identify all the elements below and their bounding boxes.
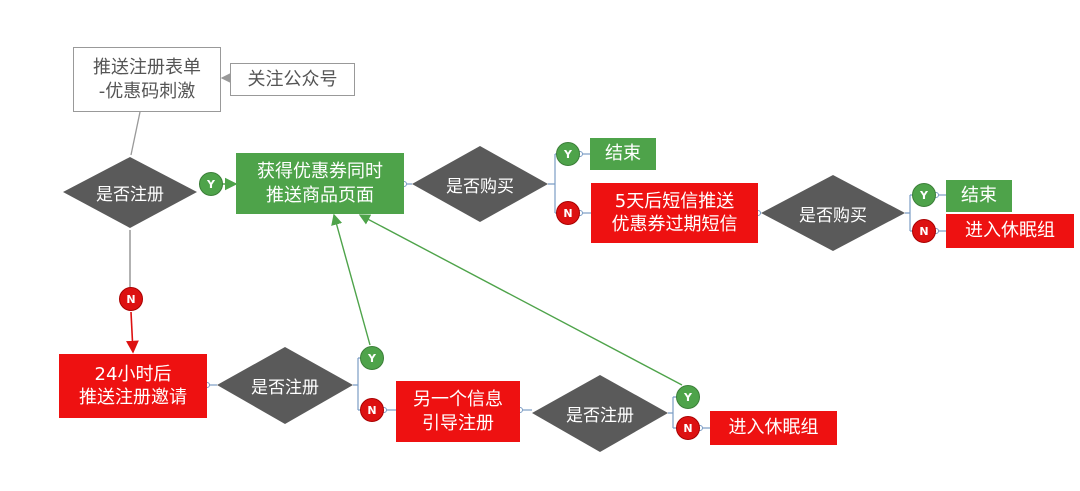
node-end-2: 结束 xyxy=(946,180,1012,212)
decision-diamond-registered-3 xyxy=(532,375,668,452)
node-push-form: 推送注册表单 -优惠码刺激 xyxy=(73,47,221,112)
label-q-buy-2: 是否购买 xyxy=(799,205,867,226)
yes-badge: Y xyxy=(676,385,700,409)
node-invite-24h: 24小时后 推送注册邀请 xyxy=(59,354,207,418)
edge-q1-no-to-invite xyxy=(126,311,139,354)
node-sleep-1: 进入休眠组 xyxy=(946,214,1074,248)
yes-badge: Y xyxy=(912,183,936,207)
yes-badge: Y xyxy=(556,142,580,166)
no-badge: N xyxy=(912,219,936,243)
edge-q3-yes-to-coupon xyxy=(358,214,683,386)
no-badge: N xyxy=(556,201,580,225)
decision-diamond-registered-1 xyxy=(63,157,197,228)
decision-diamond-buy-1 xyxy=(412,146,548,222)
node-sms-5days: 5天后短信推送 优惠券过期短信 xyxy=(591,183,758,243)
label-q-buy-1: 是否购买 xyxy=(446,176,514,197)
no-badge: N xyxy=(119,287,143,311)
node-end-1: 结束 xyxy=(590,138,656,170)
label-q-registered-3: 是否注册 xyxy=(566,405,634,426)
node-follow: 关注公众号 xyxy=(230,63,355,96)
yes-badge: Y xyxy=(360,346,384,370)
no-badge: N xyxy=(676,416,700,440)
edge-q2-yes-to-coupon xyxy=(331,213,371,346)
no-badge: N xyxy=(360,398,384,422)
label-q-registered-1: 是否注册 xyxy=(96,184,164,205)
yes-badge: Y xyxy=(199,172,223,196)
decision-diamond-buy-2 xyxy=(761,175,905,251)
decision-diamond-registered-2 xyxy=(217,347,353,424)
node-sleep-2: 进入休眠组 xyxy=(710,411,837,445)
edge-form-to-q1 xyxy=(130,111,141,156)
node-another-msg: 另一个信息 引导注册 xyxy=(396,381,520,442)
label-q-registered-2: 是否注册 xyxy=(251,377,319,398)
node-coupon-product: 获得优惠券同时 推送商品页面 xyxy=(236,153,404,214)
